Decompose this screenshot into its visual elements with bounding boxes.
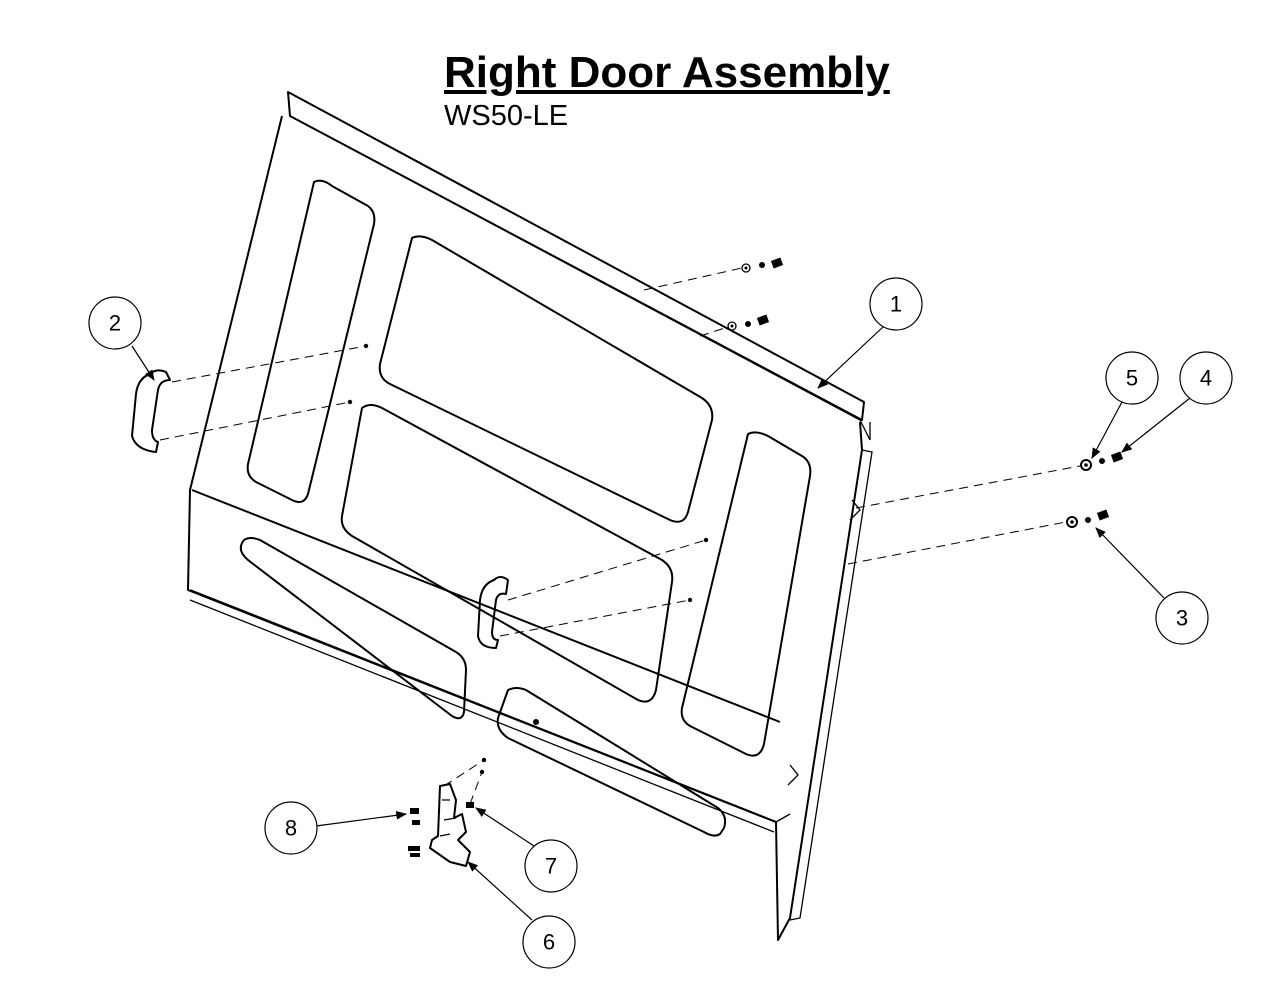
fasteners-right — [1066, 451, 1124, 528]
callout-1-label: 1 — [890, 292, 902, 317]
diagram-subtitle: WS50-LE — [444, 100, 569, 132]
mesh-opening-right — [680, 431, 812, 757]
callout-7-label: 7 — [545, 854, 557, 879]
mesh-opening-left — [246, 179, 376, 503]
callout-2: 2 — [88, 296, 155, 381]
mesh-opening-center — [340, 404, 674, 703]
assembly-lines — [159, 267, 1081, 805]
mesh-vent-lower-left — [239, 537, 467, 720]
callout-6-label: 6 — [543, 930, 555, 955]
callout-7: 7 — [475, 807, 578, 893]
mesh-opening-top — [378, 235, 714, 523]
mesh-vent-lower-right — [496, 687, 727, 837]
callout-4: 4 — [1121, 351, 1233, 453]
callout-2-label: 2 — [109, 311, 121, 336]
door-panel — [187, 91, 873, 941]
fasteners-top — [727, 257, 784, 331]
callout-8-label: 8 — [285, 816, 297, 841]
callout-5: 5 — [1091, 351, 1159, 459]
latch-assembly — [408, 783, 474, 867]
callout-6: 6 — [467, 861, 576, 969]
diagram-title: Right Door Assembly — [444, 48, 890, 97]
callout-8: 8 — [264, 801, 408, 855]
callout-5-label: 5 — [1126, 366, 1138, 391]
callout-3-label: 3 — [1176, 606, 1188, 631]
callout-3: 3 — [1095, 527, 1209, 645]
callout-4-label: 4 — [1200, 366, 1212, 391]
callout-1: 1 — [817, 277, 923, 389]
handle-part — [131, 369, 171, 453]
handle-on-panel — [477, 576, 509, 649]
